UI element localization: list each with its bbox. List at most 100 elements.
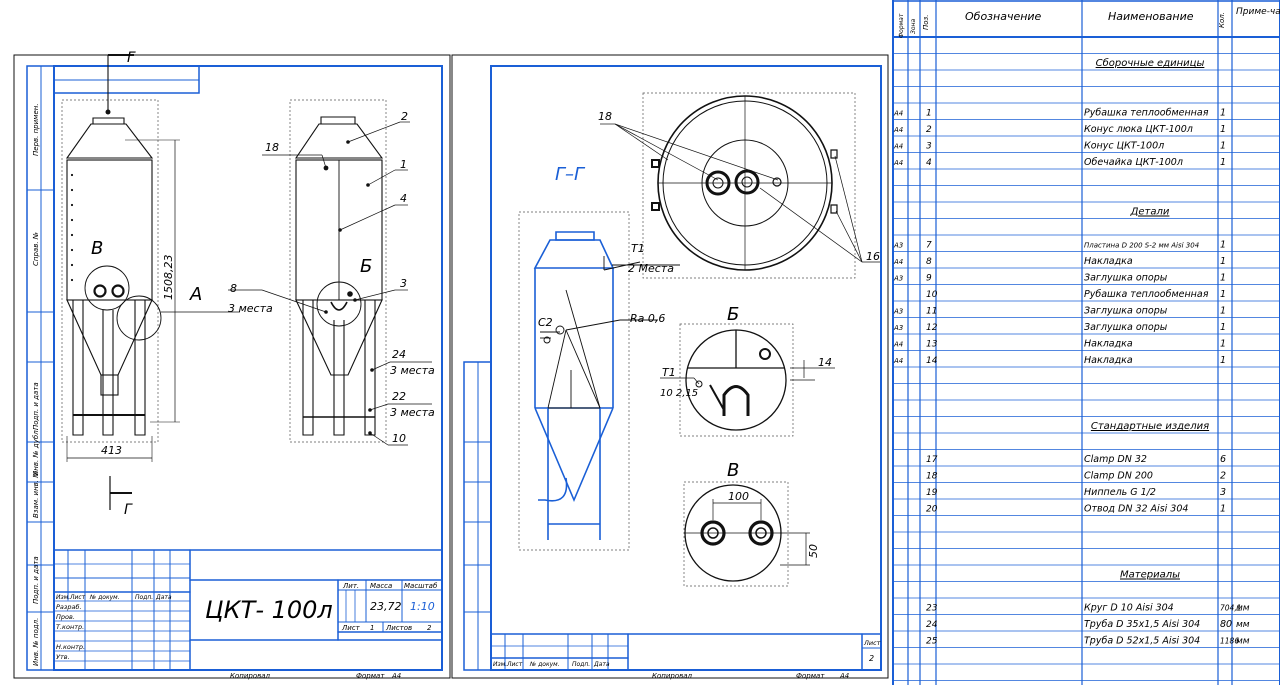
scale-value: 1:10	[410, 600, 435, 613]
spec-row-position: 23	[926, 604, 938, 614]
section-title: Г–Г	[555, 164, 586, 185]
spec-row-position: 14	[926, 356, 938, 366]
note-3-places-8: 3 места	[228, 302, 273, 315]
detail-v-view	[683, 481, 810, 587]
spec-row-name: Труба D 35х1,5 Aisi 304	[1084, 619, 1200, 630]
spec-row-quantity: 1	[1220, 273, 1226, 284]
side-label-sign-date-2: Подп. и дата	[32, 556, 40, 604]
detail-b-view	[660, 323, 835, 437]
spec-row-name: Труба D 52х1,5 Aisi 304	[1084, 636, 1200, 647]
spec-row-note: мм	[1236, 637, 1250, 647]
header-format: Формат	[898, 13, 905, 38]
position-8: 8	[230, 282, 237, 295]
spec-row-format: А4	[893, 110, 903, 118]
spec-row-name: Clamp DN 200	[1084, 471, 1153, 482]
dimension-height: 1508,23	[162, 255, 175, 301]
spec-row-name: Заглушка опоры	[1084, 322, 1168, 333]
sheet-2-labels: Г–Г T1 2 Места С2 Ra 0,6 18 16 Б В T1 10…	[493, 110, 881, 680]
copied-label: Копировал	[230, 672, 271, 680]
spec-row-position: 11	[926, 307, 937, 317]
t1-label-top: T1	[631, 242, 645, 255]
spec-row-position: 19	[926, 488, 938, 498]
spec-row-format: А3	[893, 308, 903, 316]
callout-label-b: Б	[360, 256, 372, 277]
section-marker-top: Г	[127, 50, 136, 66]
dimension-14: 14	[818, 356, 832, 369]
spec-row-position: 2	[926, 125, 932, 135]
role-checker: Пров.	[56, 613, 75, 621]
spec-row-format: А4	[893, 143, 903, 151]
format-value-2: А4	[839, 672, 849, 680]
copied-label-2: Копировал	[652, 672, 693, 680]
spec-row-position: 9	[926, 274, 932, 284]
spec-row-name: Обечайка ЦКТ-100л	[1084, 157, 1183, 168]
label-sheet: Лист	[341, 624, 361, 632]
title-block-sheet-col: Лист	[69, 594, 86, 601]
title-block-sign: Подп.	[135, 594, 153, 601]
c2-label: С2	[538, 316, 553, 329]
mass-value: 23,72	[370, 600, 402, 613]
spec-row-quantity: 1	[1220, 289, 1226, 300]
format-label-2: Формат	[796, 672, 825, 680]
spec-section-title: Материалы	[1120, 570, 1180, 581]
side-label-ref-no: Справ. №	[32, 232, 40, 266]
spec-row-position: 4	[926, 158, 932, 168]
spec-row-quantity: 704,1	[1220, 604, 1241, 613]
tank-side-view	[228, 99, 432, 446]
spec-row-position: 25	[926, 637, 938, 647]
spec-row-position: 1	[926, 109, 932, 119]
sheet-label: Лист	[863, 639, 881, 647]
spec-row-quantity: 1	[1220, 157, 1226, 168]
role-approved: Утв.	[56, 653, 70, 661]
spec-row-quantity: 1	[1220, 124, 1226, 135]
role-developer: Разраб.	[56, 603, 82, 611]
t1-note-2-places: 2 Места	[628, 262, 674, 275]
position-24: 24	[392, 348, 406, 361]
spec-row-quantity: 1	[1220, 504, 1226, 515]
position-2: 2	[401, 110, 408, 123]
position-4: 4	[400, 192, 407, 205]
note-3-places-24: 3 места	[390, 364, 435, 377]
tank-front-view	[61, 54, 240, 510]
position-18: 18	[265, 141, 279, 154]
spec-row-quantity: 1186	[1220, 637, 1239, 646]
title-block-change: Изм.	[56, 594, 70, 601]
side-label-first-use: Перв. примен.	[32, 103, 40, 156]
spec-row-position: 13	[926, 340, 938, 350]
spec-row-name: Clamp DN 32	[1084, 454, 1147, 465]
spec-row-position: 18	[926, 472, 938, 482]
spec-row-name: Заглушка опоры	[1084, 306, 1168, 317]
label-scale: Масштаб	[404, 582, 438, 590]
spec-row-format: А4	[893, 357, 903, 365]
sheet-1	[13, 54, 451, 679]
spec-row-name: Круг D 10 Aisi 304	[1084, 603, 1174, 614]
spec-row-name: Рубашка теплообменная	[1084, 289, 1209, 300]
detail-b-label: Б	[727, 304, 739, 325]
spec-section-title: Сборочные единицы	[1096, 57, 1205, 69]
spec-row-quantity: 1	[1220, 240, 1226, 251]
dimension-50: 50	[807, 544, 820, 558]
spec-row-name: Накладка	[1084, 339, 1133, 350]
spec-row-note: мм	[1236, 604, 1250, 614]
drawing-title: ЦКТ- 100л	[205, 596, 333, 624]
sheet-number-2: 2	[869, 654, 874, 663]
sheet-1-labels: Г Г В А Б 1508,23 413 2 1 4 3 24 3 места…	[32, 50, 438, 680]
position-3: 3	[400, 277, 407, 290]
callout-label-a: А	[189, 284, 202, 305]
spec-row-name: Накладка	[1084, 355, 1133, 366]
role-tech-control: Т.контр.	[56, 623, 84, 631]
spec-row-quantity: 1	[1220, 108, 1226, 119]
s2-date: Дата	[593, 661, 610, 668]
sheets-number: 2	[427, 624, 432, 632]
spec-row-format: А3	[893, 275, 903, 283]
spec-row-position: 7	[926, 241, 932, 251]
side-label-sign-date-1: Подп. и дата	[32, 382, 40, 430]
spec-row-position: 17	[926, 455, 938, 465]
spec-section-title: Детали	[1130, 207, 1170, 218]
position-1: 1	[400, 158, 407, 171]
spec-header: Формат Зона Поз. Обозначение Наименовани…	[898, 7, 1280, 38]
side-label-replace-inv: Взам. инв. №	[32, 470, 40, 518]
sheet-number: 1	[370, 624, 374, 632]
spec-row-name: Конус люка ЦКТ-100л	[1084, 124, 1193, 135]
